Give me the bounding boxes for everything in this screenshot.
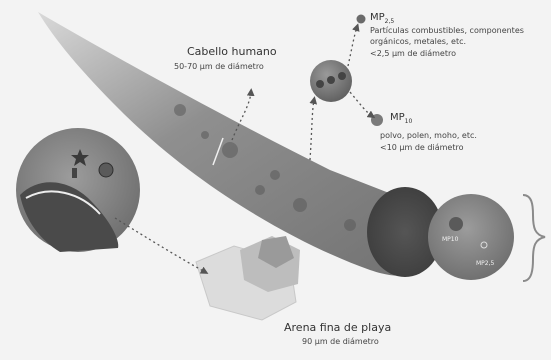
arrow-zoom-to-sand (115, 218, 205, 272)
pollen-icon (99, 163, 113, 177)
sand-diameter: 90 μm de diámetro (302, 337, 379, 346)
mp25-desc-1: Partículas combustibles, componentes (370, 26, 524, 35)
mp25-dot (357, 15, 366, 24)
right-circle-mp25-label: MP2,5 (476, 260, 494, 267)
mp10-label: MP (390, 112, 405, 123)
mp25-subscript: 2,5 (385, 18, 395, 25)
mp10-title: MP10 (390, 112, 412, 126)
mp25-title: MP2,5 (370, 12, 394, 26)
arrow-mp-to-mp10 (350, 92, 372, 116)
mp10-subscript: 10 (405, 118, 413, 125)
zoom-circle-left (16, 128, 140, 252)
zoom-circle-right (428, 194, 514, 280)
mp10-desc-1: polvo, polen, moho, etc. (380, 131, 477, 140)
mp25-desc-2: orgánicos, metales, etc. (370, 37, 466, 46)
mp10-dot (371, 114, 383, 126)
arrow-hair-to-mp (310, 100, 314, 160)
arrow-mp-to-mp25 (348, 27, 357, 66)
hair-title: Cabello humano (187, 46, 277, 59)
curly-brace (523, 195, 545, 281)
right-circle-mp10-label: MP10 (442, 236, 458, 243)
mp25-desc-3: <2,5 μm de diámetro (370, 49, 456, 58)
sand-title: Arena fina de playa (284, 322, 391, 335)
mp25-label: MP (370, 12, 385, 23)
hair-diameter: 50-70 μm de diámetro (174, 62, 264, 71)
sand-grains (196, 236, 300, 320)
rod-particle-icon (72, 168, 77, 178)
mp10-desc-2: <10 μm de diámetro (380, 143, 463, 152)
mp-cluster (310, 60, 352, 102)
